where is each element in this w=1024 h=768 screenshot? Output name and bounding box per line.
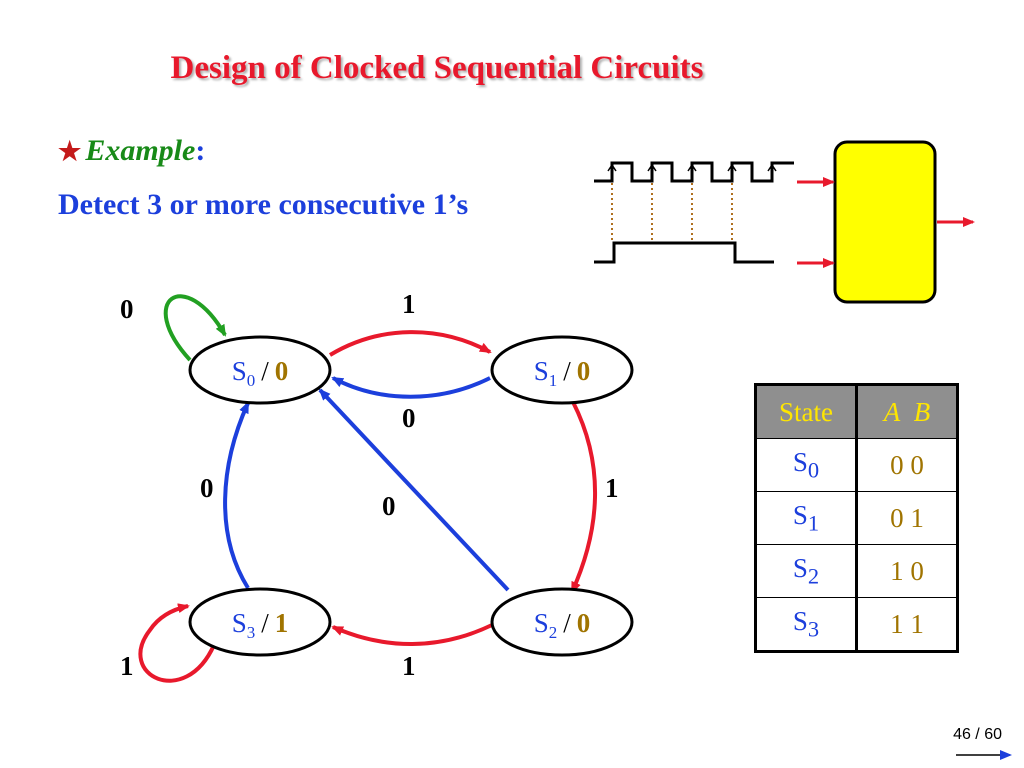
slide-title: Design of Clocked Sequential Circuits — [170, 50, 704, 86]
state-s2: S2/0 — [490, 587, 634, 657]
transition-s2-s0 — [318, 388, 510, 592]
example-colon: : — [195, 134, 206, 167]
label-s3-s0: 0 — [200, 473, 214, 503]
label-s1-s2: 1 — [605, 473, 619, 503]
ab-cell: 1 0 — [856, 544, 958, 598]
state-cell: S2 — [755, 544, 858, 598]
header-ab: A B — [856, 384, 958, 439]
svg-text:S3/1: S3/1 — [232, 608, 289, 642]
state-cell: S0 — [755, 438, 858, 492]
ab-cell: 1 1 — [856, 597, 958, 652]
state-cell: S1 — [755, 491, 858, 545]
transition-s0-s0 — [163, 294, 227, 362]
header-a: A — [883, 396, 901, 427]
transition-s0-s1 — [328, 330, 492, 357]
label-s2-s0: 0 — [382, 491, 396, 521]
sampling-guides — [611, 183, 733, 243]
problem-description: Detect 3 or more consecutive 1’s — [58, 188, 469, 221]
transition-s3-s0 — [223, 401, 250, 590]
example-heading: ★Example: — [58, 134, 205, 168]
example-label: Example — [85, 134, 196, 167]
table-row: S0 0 0 — [755, 438, 958, 492]
label-s2-s3: 1 — [402, 651, 416, 681]
transition-s1-s2 — [570, 401, 598, 594]
svg-text:S2/0: S2/0 — [534, 608, 591, 642]
transition-s3-s3 — [138, 603, 216, 683]
circuit-box — [833, 140, 937, 304]
state-s1: S1/0 — [490, 335, 634, 405]
label-s3-s3: 1 — [120, 651, 134, 681]
state-s3: S3/1 — [188, 587, 332, 657]
ab-cell: 0 1 — [856, 491, 958, 545]
label-s0-s1: 1 — [402, 289, 416, 319]
state-s0: S0/0 — [188, 335, 332, 405]
table-row: S3 1 1 — [755, 597, 958, 652]
transition-s1-s0 — [331, 376, 491, 399]
label-s1-s0: 0 — [402, 403, 416, 433]
page-number: 46 / 60 — [953, 726, 1002, 743]
table-row: S1 0 1 — [755, 491, 958, 545]
table-header-row: State A B — [755, 384, 958, 439]
ab-cell: 0 0 — [856, 438, 958, 492]
transition-s2-s3 — [331, 623, 493, 646]
input-waveform — [594, 241, 774, 264]
state-assignment-table: State A B S0 0 0 S1 0 1 S2 1 0 S3 1 1 — [754, 383, 959, 653]
header-b: B — [913, 396, 931, 427]
star-icon: ★ — [58, 137, 82, 166]
clock-waveform — [594, 161, 794, 183]
header-state: State — [755, 384, 858, 439]
table-row: S2 1 0 — [755, 544, 958, 598]
label-s0-s0: 0 — [120, 294, 134, 324]
svg-text:S0/0: S0/0 — [232, 356, 289, 390]
svg-text:S1/0: S1/0 — [534, 356, 591, 390]
state-cell: S3 — [755, 597, 858, 652]
clock-rising-edge-arrows — [607, 163, 777, 181]
